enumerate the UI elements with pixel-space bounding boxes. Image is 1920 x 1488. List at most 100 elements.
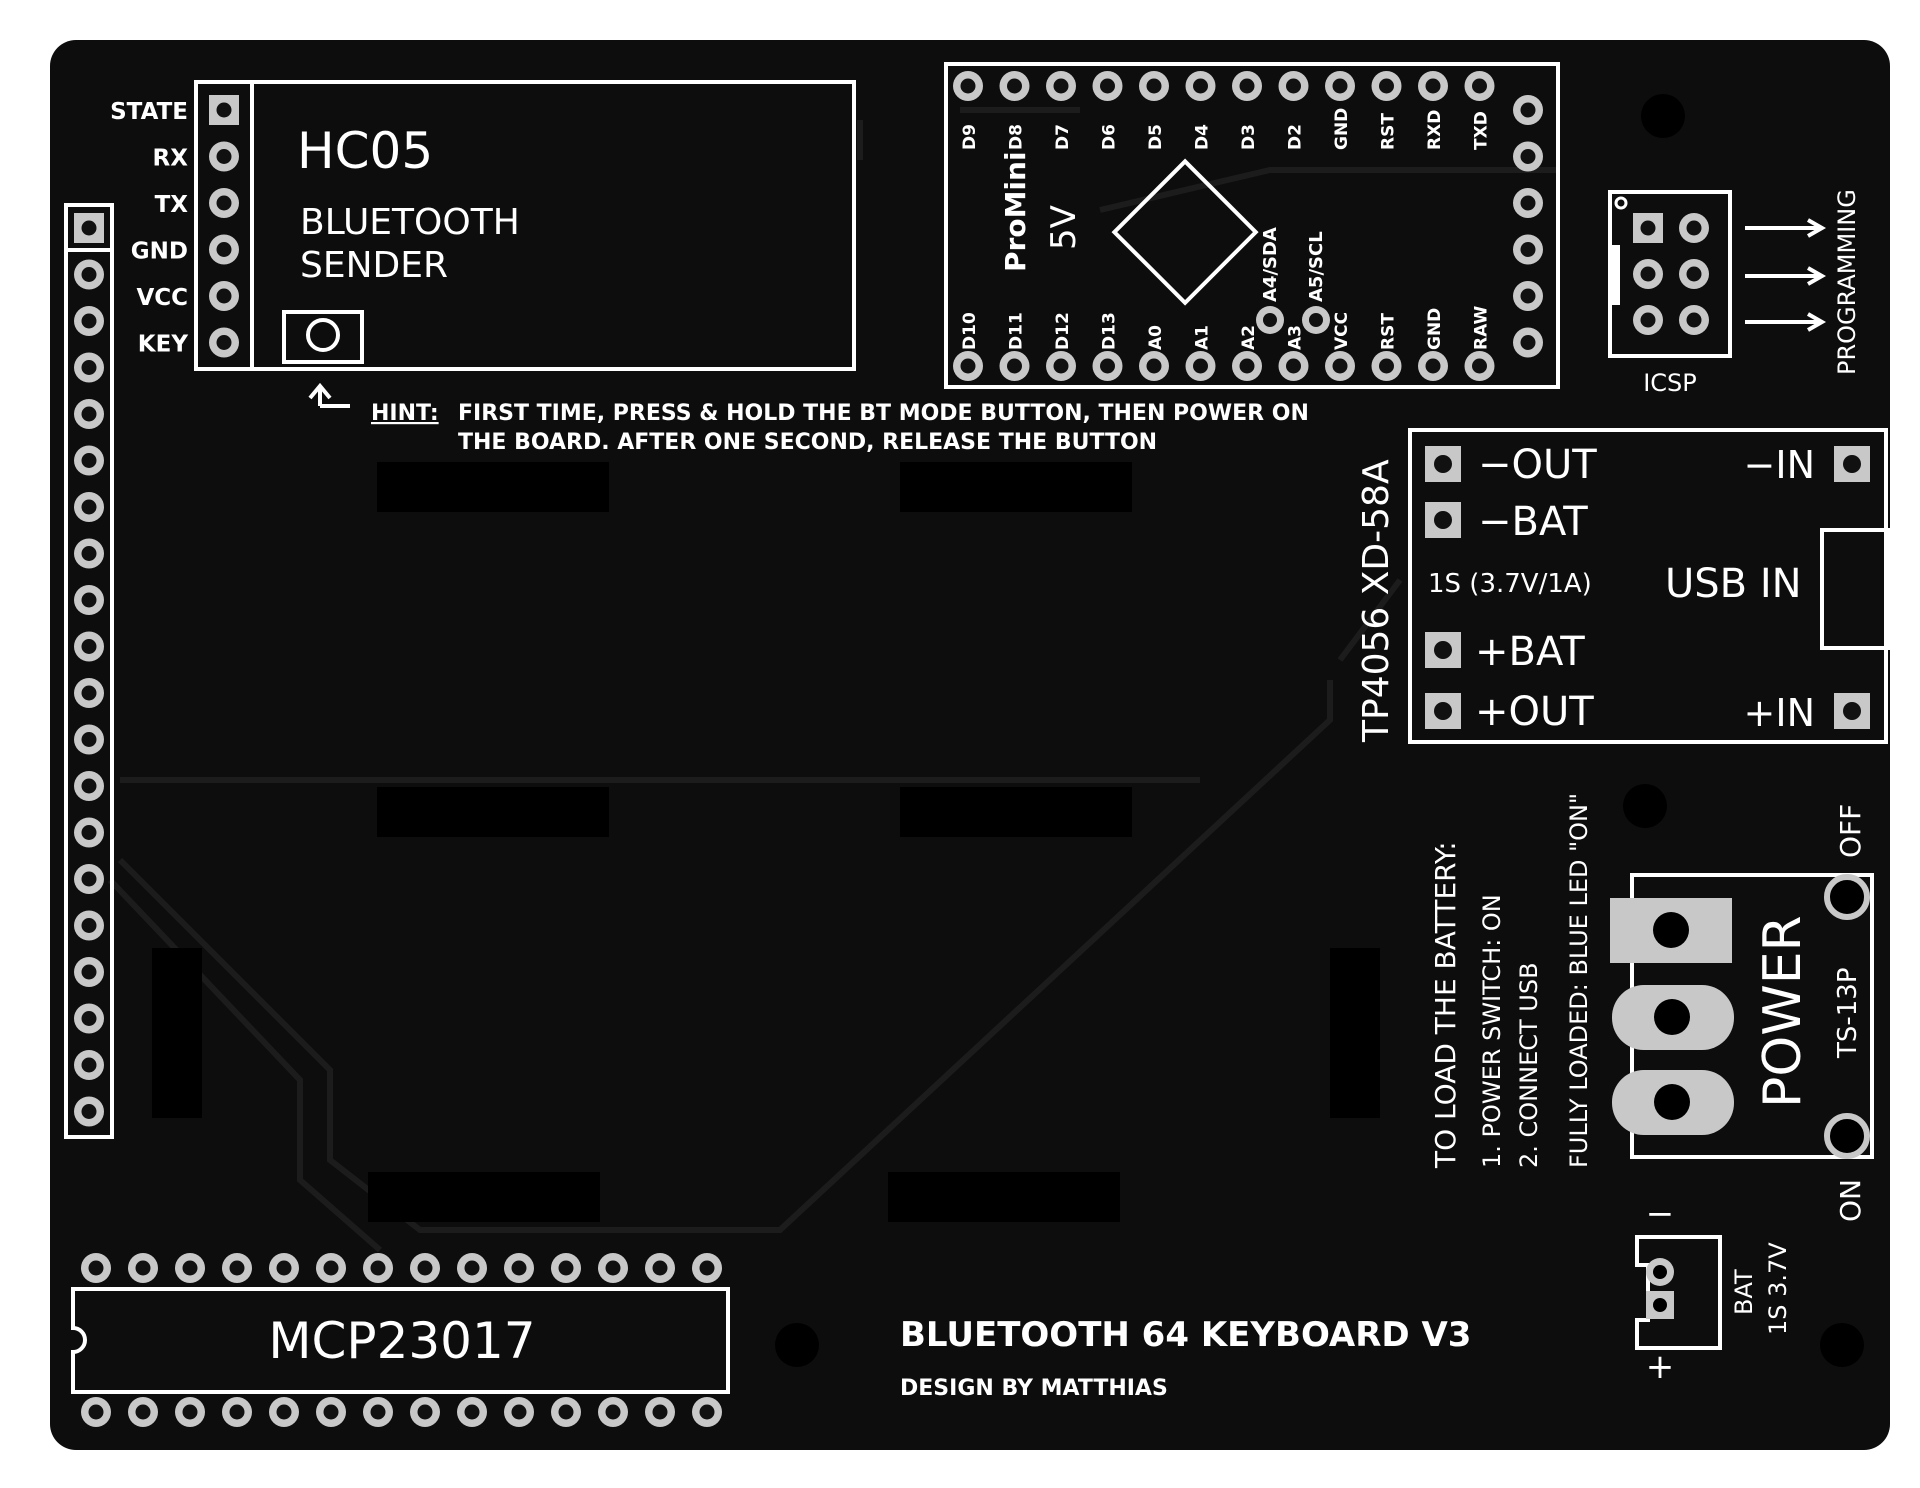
tp4056-title: TP4056 XD-58A: [1356, 459, 1397, 743]
tp4056-pad-hole: [1843, 702, 1861, 720]
icsp-pin-hole: [1686, 312, 1702, 328]
promini-bottom-pin-label: RAW: [1472, 306, 1492, 350]
power-on: ON: [1834, 1179, 1867, 1222]
promini-side-pin-hole: [1520, 335, 1536, 350]
hc05-pin-label: KEY: [138, 332, 189, 358]
promini-top-pin-hole: [1332, 78, 1348, 94]
promini-top-pin-label: D8: [1007, 124, 1027, 150]
left-header-pin-hole: [81, 406, 97, 422]
mcp-top-pin-hole: [699, 1260, 715, 1276]
hint-label: HINT:: [371, 401, 439, 426]
left-header-pin-hole: [81, 778, 97, 794]
mcp-top-pin-hole: [652, 1260, 668, 1276]
promini-bottom-pin-hole: [1332, 358, 1348, 374]
keyboard-slots: [152, 462, 1380, 1222]
promini-bottom-pin-label: A2: [1239, 325, 1259, 350]
power-part: TS-13P: [1833, 967, 1863, 1059]
mcp-top-pin-hole: [182, 1260, 198, 1276]
tp-out-plus: +OUT: [1475, 689, 1594, 735]
promini-bottom-pin-hole: [960, 358, 976, 374]
copper-traces: [107, 107, 1560, 1253]
mcp-bottom-pin-hole: [229, 1404, 245, 1420]
promini-top-pin-label: D4: [1193, 124, 1213, 150]
left-header-pin-hole: [81, 453, 97, 468]
battery-plus: +: [1646, 1347, 1675, 1387]
tp-spec: 1S (3.7V/1A): [1428, 569, 1592, 599]
hc05-title: HC05: [297, 122, 433, 180]
mcp-bottom-pin-hole: [699, 1404, 715, 1420]
mcp-top-pin-hole: [276, 1260, 292, 1276]
battery-notes-step2: 2. CONNECT USB: [1515, 962, 1543, 1168]
mcp-top-pin-hole: [605, 1260, 621, 1276]
promini-top-pin-label: D9: [960, 124, 980, 150]
promini-bottom-pin-hole: [1425, 358, 1441, 374]
bt-mode-button: [282, 310, 364, 364]
promini-side-pin-hole: [1520, 195, 1536, 211]
icsp-pin-hole: [1686, 220, 1702, 236]
promini-side-pin-hole: [1520, 102, 1536, 118]
tp4056-module: TP4056 XD-58A −OUT −BAT 1S (3.7V/1A) USB…: [1356, 428, 1890, 744]
left-header-pin-hole: [81, 313, 97, 329]
hc05-pin-tx-hole: [216, 195, 232, 211]
hc05-pin-label: TX: [155, 192, 189, 218]
promini-bottom-pin-hole: [1053, 358, 1069, 374]
promini-top-pin-label: RST: [1379, 113, 1399, 150]
promini-bottom-pin-hole: [1007, 358, 1022, 374]
footer-credit: DESIGN BY MATTHIAS: [900, 1376, 1168, 1401]
promini-top-pin-label: GND: [1332, 108, 1352, 150]
power-switch: POWER TS-13P OFF ON: [1610, 804, 1874, 1222]
promini-top-pin-label: D5: [1146, 124, 1166, 150]
mcp-bottom-pin-hole: [511, 1404, 527, 1420]
promini-bottom-pin-label: A1: [1193, 325, 1213, 350]
left-header-pin-hole: [81, 871, 97, 887]
promini-bottom-pin-hole: [1100, 358, 1115, 374]
promini-top-pin-hole: [1146, 78, 1162, 94]
hc05-subtitle-line1: BLUETOOTH: [300, 202, 520, 243]
mcp-top-pin-hole: [370, 1260, 386, 1276]
programming-arrows-icon: [1745, 218, 1827, 332]
mcp-top-pin-hole: [511, 1260, 527, 1276]
bt-mode-button-icon: [306, 318, 340, 352]
promini-bottom-pin-hole: [1472, 358, 1487, 374]
left-header-pin-hole: [81, 267, 97, 282]
promini-top-pin-hole: [1286, 78, 1301, 94]
hc05-pin-label: VCC: [136, 285, 188, 311]
promini-side-pin-hole: [1520, 149, 1536, 164]
mcp-top-pin-hole: [88, 1260, 104, 1276]
battery-minus: −: [1646, 1194, 1675, 1234]
left-header-pin-hole: [81, 918, 97, 933]
left-header-pin-hole: [81, 360, 97, 375]
battery-notes-title: TO LOAD THE BATTERY:: [1429, 841, 1462, 1169]
icsp-label: ICSP: [1643, 369, 1697, 397]
battery-label1: BAT: [1730, 1269, 1758, 1315]
mcp-bottom-pin-hole: [88, 1404, 104, 1420]
tp4056-pads: [1425, 446, 1870, 729]
promini-bottom-pin-hole: [1193, 358, 1208, 374]
promini-top-pin-hole: [1053, 78, 1069, 94]
hc05-pin-key-hole: [216, 335, 232, 350]
left-header-pin-hole: [81, 685, 97, 701]
power-off: OFF: [1834, 804, 1867, 858]
promini-top-pin-label: RXD: [1425, 110, 1445, 150]
promini-top-pin-hole: [1472, 78, 1487, 94]
promini-bottom-pin-label: A0: [1146, 325, 1166, 350]
promini-bottom-pin-label: GND: [1425, 308, 1445, 350]
tp-out-minus: −OUT: [1478, 442, 1597, 488]
tp-in-plus: +IN: [1744, 691, 1815, 735]
promini-top-pin-label: D3: [1239, 124, 1259, 150]
promini-top-pin-hole: [1239, 78, 1255, 94]
tp4056-pad-hole: [1434, 641, 1452, 659]
left-header-pin-hole: [81, 220, 97, 236]
tp4056-pad-hole: [1434, 702, 1452, 720]
promini-bottom-pin-label: A3: [1286, 325, 1306, 350]
footer-title: BLUETOOTH 64 KEYBOARD V3: [900, 1315, 1471, 1355]
promini-chip-outline: [1111, 158, 1259, 306]
tp4056-pad-hole: [1843, 455, 1861, 473]
promini-side-pin-hole: [1520, 242, 1536, 257]
left-header-pin-hole: [81, 1011, 97, 1026]
left-header-pin-hole: [81, 964, 97, 980]
hc05-subtitle-line2: SENDER: [300, 245, 448, 286]
hint-line2: THE BOARD. AFTER ONE SECOND, RELEASE THE…: [458, 430, 1157, 455]
